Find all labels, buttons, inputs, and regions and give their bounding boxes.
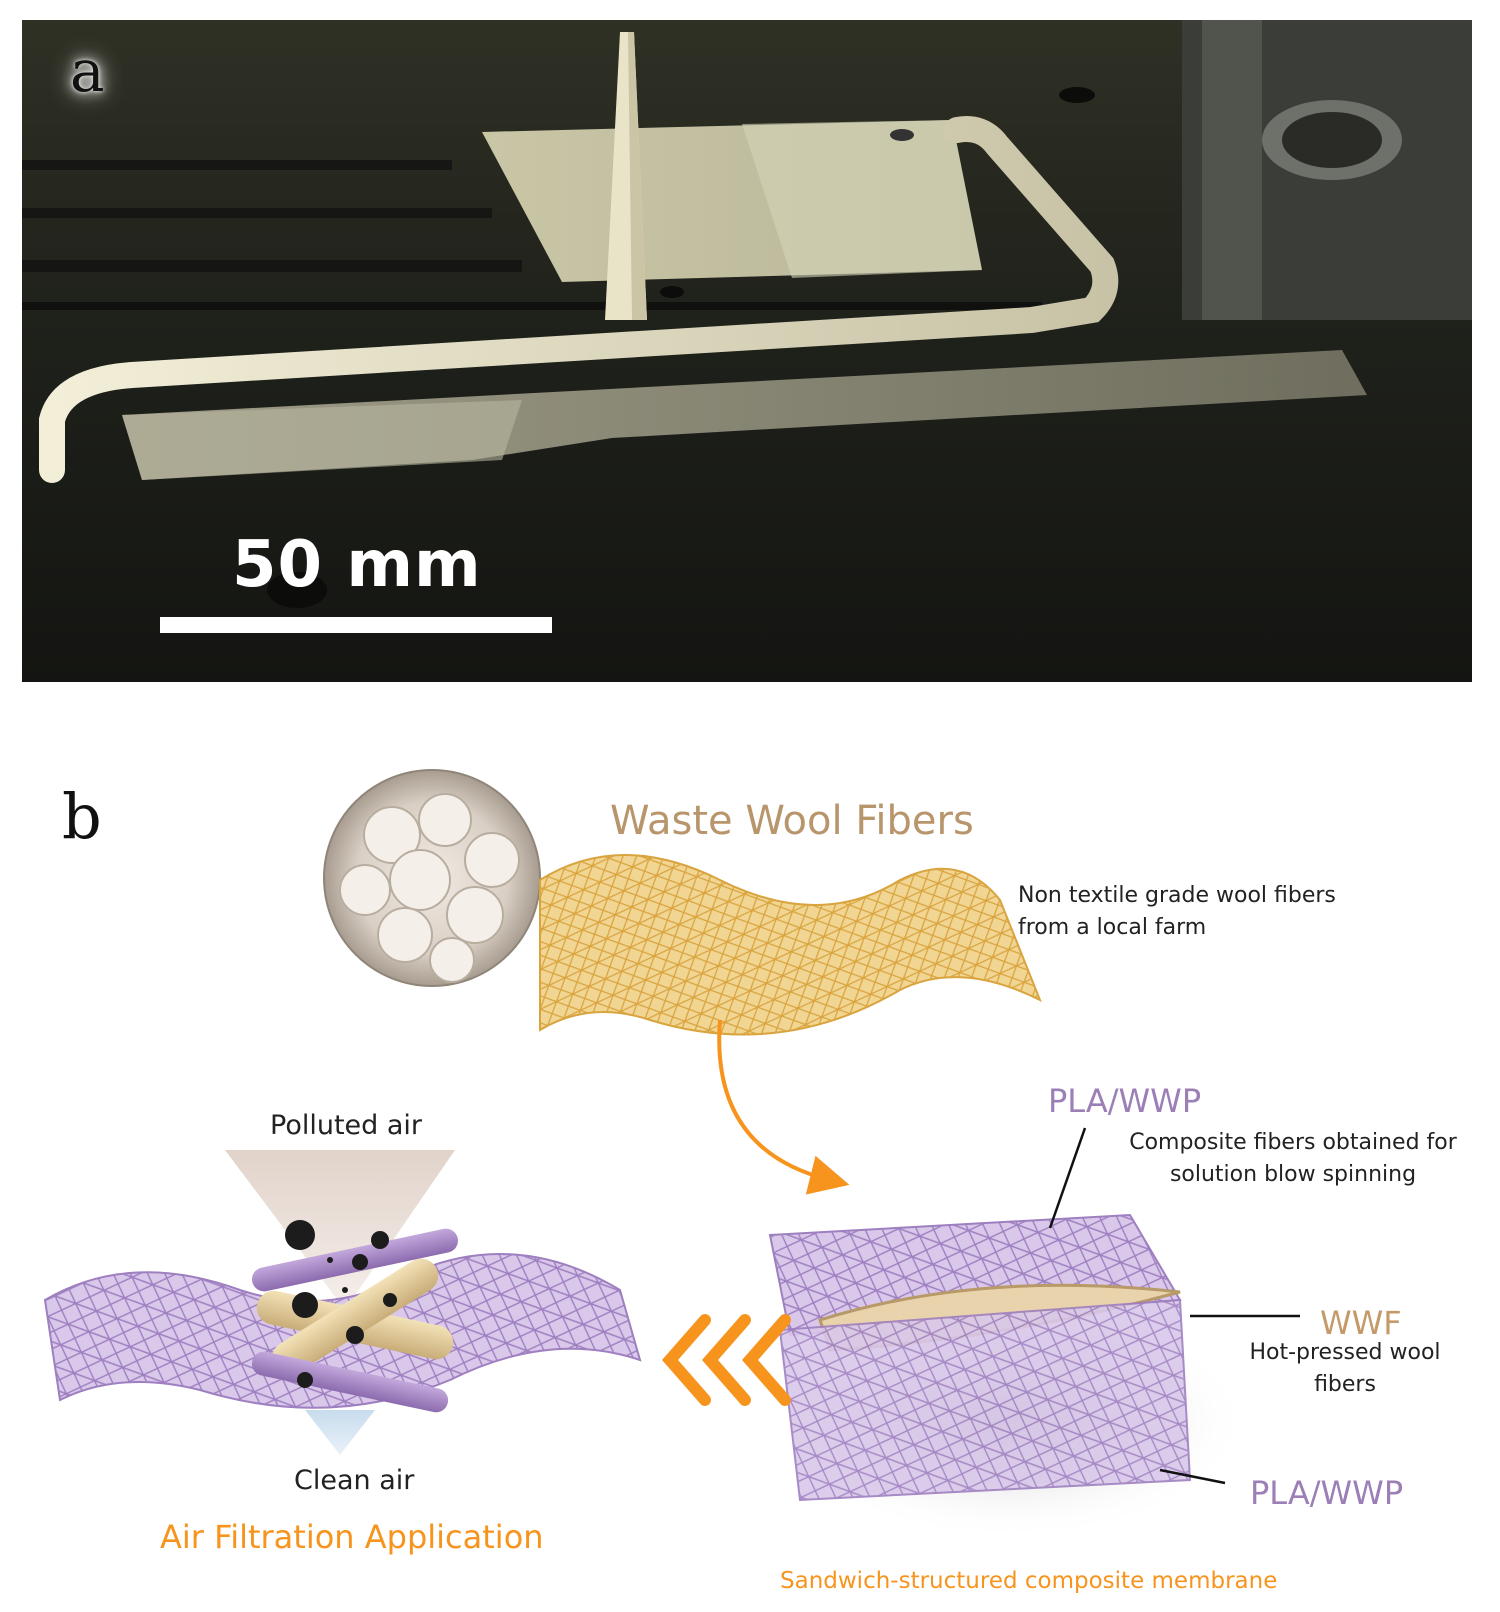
wool-ball-image (323, 769, 541, 987)
waste-wool-fiber-sheet (539, 854, 1042, 1036)
waste-wool-title: Waste Wool Fibers (610, 798, 974, 844)
wwf-description: Hot-pressed wool fibers (1249, 1340, 1441, 1397)
printer-photo (22, 20, 1472, 682)
clean-air-label: Clean air (294, 1465, 415, 1496)
leader-lines (1048, 1127, 1300, 1485)
panel-b-label: b (62, 780, 102, 853)
pla-top-description: Composite fibers obtained for solution b… (1129, 1130, 1457, 1187)
scale-bar (160, 617, 552, 633)
waste-wool-description: Non textile grade wool fibers from a loc… (1018, 883, 1336, 940)
air-filtration-illustration (43, 1150, 642, 1455)
panel-a-label: a (70, 37, 105, 105)
sandwich-membrane-illustration (768, 1213, 1250, 1540)
process-diagram (43, 769, 1300, 1540)
polluted-air-label: Polluted air (270, 1110, 423, 1141)
pla-top-label: PLA/WWP (1048, 1082, 1202, 1120)
sandwich-caption: Sandwich-structured composite membrane (780, 1568, 1278, 1594)
process-arrow (717, 1019, 850, 1195)
pla-bottom-label: PLA/WWP (1250, 1474, 1404, 1512)
wwf-label: WWF (1320, 1304, 1402, 1342)
chevron-arrows (662, 1314, 791, 1406)
printer-bed-illustration (22, 20, 1472, 682)
scale-bar-label: 50 mm (232, 528, 482, 602)
air-filtration-caption: Air Filtration Application (160, 1518, 544, 1556)
